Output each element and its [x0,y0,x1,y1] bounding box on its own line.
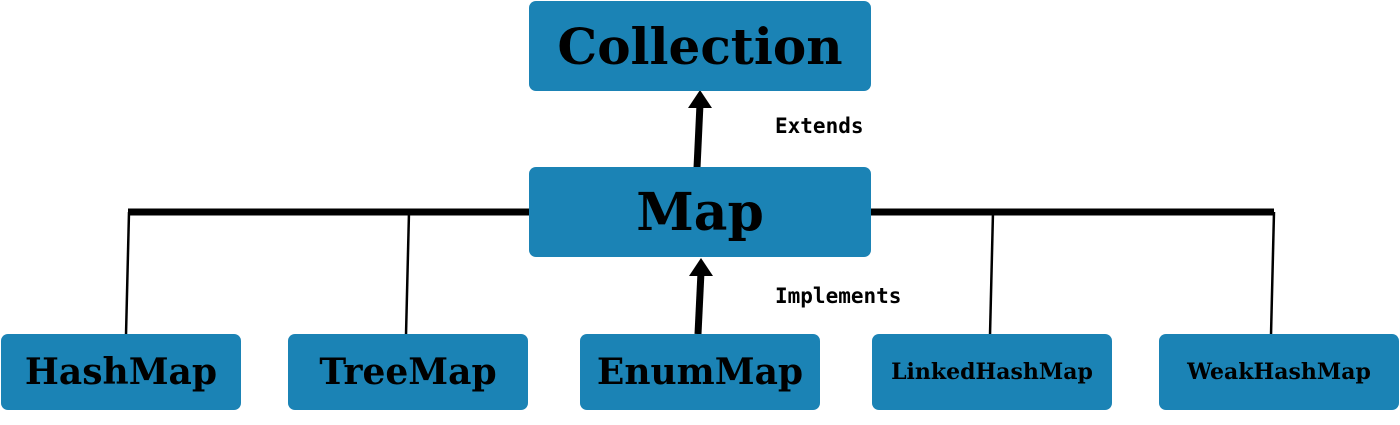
drop-line-hashmap [124,211,131,336]
extends-arrow-head [688,90,712,108]
hashmap-node-label: HashMap [24,351,218,393]
implements-arrow-shaft [694,271,705,335]
collection-node: Collection [529,1,871,91]
map-node-label: Map [636,181,764,243]
weakhashmap-node-label: WeakHashMap [1187,359,1371,385]
drop-line-treemap [404,211,411,336]
drop-line-linkedhashmap [988,211,995,336]
enummap-node: EnumMap [580,334,820,410]
map-node: Map [529,167,871,257]
collection-node-label: Collection [557,16,843,76]
enummap-node-label: EnumMap [596,351,804,393]
hashmap-node: HashMap [1,334,241,410]
linkedhashmap-node: LinkedHashMap [872,334,1112,410]
treemap-node-label: TreeMap [319,351,497,393]
implements-label: Implements [775,284,902,308]
implements-arrow-head [689,258,713,276]
treemap-node: TreeMap [288,334,528,410]
weakhashmap-node: WeakHashMap [1159,334,1399,410]
extends-label: Extends [775,114,864,138]
drop-line-weakhashmap [1269,211,1276,336]
extends-arrow-shaft [693,103,704,169]
linkedhashmap-node-label: LinkedHashMap [891,359,1093,385]
